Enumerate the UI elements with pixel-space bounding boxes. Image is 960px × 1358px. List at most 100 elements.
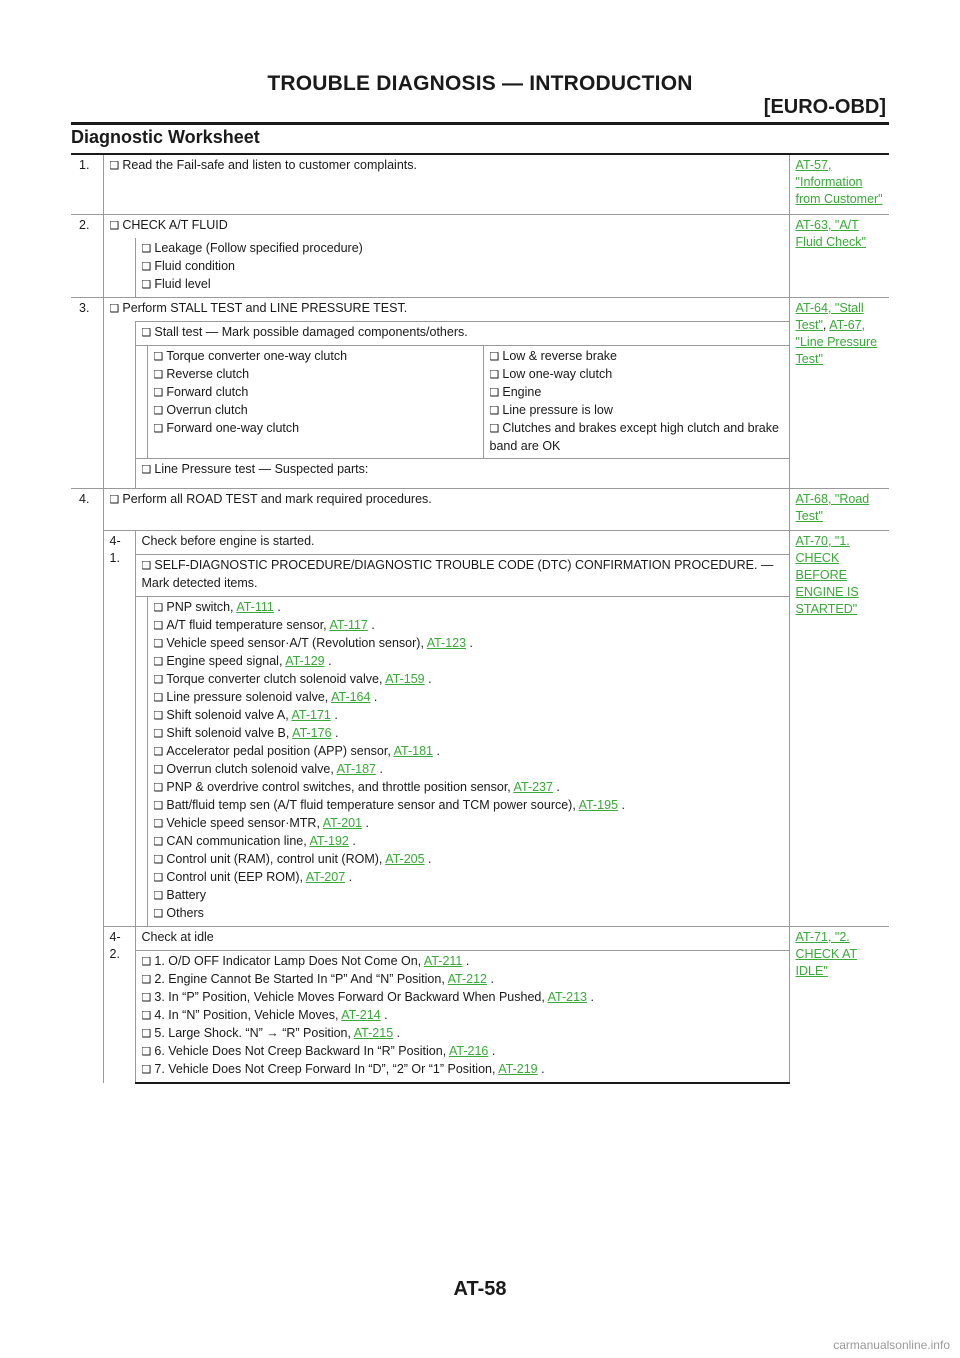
checkbox-icon[interactable]: ❑ bbox=[153, 782, 164, 794]
section-title: Diagnostic Worksheet bbox=[71, 127, 260, 147]
checkbox-icon[interactable]: ❑ bbox=[141, 464, 152, 476]
checkbox-icon[interactable]: ❑ bbox=[153, 746, 164, 758]
checkbox-icon[interactable]: ❑ bbox=[153, 405, 164, 417]
idle-item: ❑3. In “P” Position, Vehicle Moves Forwa… bbox=[141, 990, 594, 1004]
idle-link[interactable]: AT-214 bbox=[341, 1008, 381, 1022]
reference-link[interactable]: AT-68, "Road Test" bbox=[795, 492, 870, 523]
checkbox-icon[interactable]: ❑ bbox=[109, 220, 120, 232]
checkbox-icon[interactable]: ❑ bbox=[153, 710, 164, 722]
reference-link[interactable]: AT-64, "Stall Test" bbox=[795, 301, 864, 332]
reference-link[interactable]: AT-63, "A/T Fluid Check" bbox=[795, 218, 866, 249]
step-number: 1. bbox=[71, 153, 104, 215]
checkbox-icon[interactable]: ❑ bbox=[489, 351, 500, 363]
dtc-link[interactable]: AT-181 bbox=[393, 744, 433, 758]
substep-text: Check before engine is started. bbox=[135, 530, 790, 555]
dtc-link[interactable]: AT-201 bbox=[322, 816, 363, 830]
dtc-items-list: ❑PNP switch, AT-111 . ❑A/T fluid tempera… bbox=[146, 596, 790, 927]
checkbox-icon[interactable]: ❑ bbox=[141, 992, 152, 1004]
dtc-item: ❑Others bbox=[153, 906, 204, 920]
checkbox-icon[interactable]: ❑ bbox=[153, 423, 164, 435]
dtc-link[interactable]: AT-207 bbox=[305, 870, 346, 884]
checkbox-icon[interactable]: ❑ bbox=[141, 1064, 152, 1076]
checkbox-icon[interactable]: ❑ bbox=[141, 1010, 152, 1022]
step-text-label: Read the Fail-safe and listen to custome… bbox=[122, 158, 417, 172]
worksheet-row-3-components: ❑Torque converter one-way clutch ❑Revers… bbox=[71, 345, 889, 459]
checkbox-icon[interactable]: ❑ bbox=[153, 908, 164, 920]
checkbox-icon[interactable]: ❑ bbox=[153, 890, 164, 902]
checkbox-icon[interactable]: ❑ bbox=[153, 387, 164, 399]
checkbox-icon[interactable]: ❑ bbox=[153, 674, 164, 686]
dtc-item: ❑Shift solenoid valve B, AT-176 . bbox=[153, 726, 339, 740]
reference-link[interactable]: AT-70, "1. CHECK BEFORE ENGINE IS STARTE… bbox=[795, 534, 859, 616]
checkbox-icon[interactable]: ❑ bbox=[141, 974, 152, 986]
dtc-item: ❑Battery bbox=[153, 888, 206, 902]
step-reference: AT-63, "A/T Fluid Check" bbox=[788, 214, 890, 298]
checkbox-icon[interactable]: ❑ bbox=[141, 1028, 152, 1040]
reference-link[interactable]: AT-71, "2. CHECK AT IDLE" bbox=[795, 930, 858, 978]
checkbox-icon[interactable]: ❑ bbox=[141, 560, 152, 572]
dtc-item: ❑CAN communication line, AT-192 . bbox=[153, 834, 356, 848]
dtc-link[interactable]: AT-237 bbox=[513, 780, 553, 794]
idle-link[interactable]: AT-216 bbox=[448, 1044, 489, 1058]
checkbox-icon[interactable]: ❑ bbox=[153, 602, 164, 614]
worksheet-row-1: 1. ❑Read the Fail-safe and listen to cus… bbox=[71, 153, 890, 215]
step-text: ❑CHECK A/T FLUID bbox=[103, 214, 790, 238]
idle-link[interactable]: AT-215 bbox=[353, 1026, 394, 1040]
idle-item: ❑5. Large Shock. “N” → “R” Position, AT-… bbox=[141, 1026, 401, 1040]
checkbox-icon[interactable]: ❑ bbox=[141, 1046, 152, 1058]
dtc-link[interactable]: AT-187 bbox=[336, 762, 376, 776]
checkbox-icon[interactable]: ❑ bbox=[109, 160, 120, 172]
reference-link[interactable]: AT-67, "Line Pressure Test" bbox=[795, 318, 878, 366]
checkbox-icon[interactable]: ❑ bbox=[153, 764, 164, 776]
dtc-link[interactable]: AT-195 bbox=[578, 798, 618, 812]
checkbox-icon[interactable]: ❑ bbox=[489, 405, 500, 417]
dtc-link[interactable]: AT-123 bbox=[426, 636, 467, 650]
idle-item: ❑1. O/D OFF Indicator Lamp Does Not Come… bbox=[141, 954, 470, 968]
checkbox-icon[interactable]: ❑ bbox=[489, 387, 500, 399]
checkbox-icon[interactable]: ❑ bbox=[153, 854, 164, 866]
dtc-link[interactable]: AT-159 bbox=[385, 672, 425, 686]
stall-left-items: ❑Torque converter one-way clutch ❑Revers… bbox=[146, 345, 483, 459]
checkbox-icon[interactable]: ❑ bbox=[153, 351, 164, 363]
dtc-item: ❑Overrun clutch solenoid valve, AT-187 . bbox=[153, 762, 383, 776]
checkbox-icon[interactable]: ❑ bbox=[153, 728, 164, 740]
dtc-item: ❑PNP & overdrive control switches, and t… bbox=[153, 780, 560, 794]
checkbox-icon[interactable]: ❑ bbox=[153, 692, 164, 704]
idle-item: ❑2. Engine Cannot Be Started In “P” And … bbox=[141, 972, 494, 986]
checkbox-icon[interactable]: ❑ bbox=[141, 279, 152, 291]
checkbox-icon[interactable]: ❑ bbox=[153, 638, 164, 650]
dtc-link[interactable]: AT-205 bbox=[385, 852, 425, 866]
checkbox-icon[interactable]: ❑ bbox=[141, 261, 152, 273]
checkbox-icon[interactable]: ❑ bbox=[153, 369, 164, 381]
checkbox-icon[interactable]: ❑ bbox=[141, 243, 152, 255]
dtc-link[interactable]: AT-164 bbox=[331, 690, 371, 704]
dtc-link[interactable]: AT-129 bbox=[285, 654, 325, 668]
idle-link[interactable]: AT-219 bbox=[498, 1062, 538, 1076]
step-text: ❑Perform STALL TEST and LINE PRESSURE TE… bbox=[103, 297, 790, 322]
checkbox-icon[interactable]: ❑ bbox=[153, 872, 164, 884]
checkbox-icon[interactable]: ❑ bbox=[153, 836, 164, 848]
idle-link[interactable]: AT-212 bbox=[447, 972, 487, 986]
checkbox-icon[interactable]: ❑ bbox=[109, 303, 120, 315]
dtc-link[interactable]: AT-111 bbox=[236, 600, 274, 614]
checkbox-icon[interactable]: ❑ bbox=[489, 369, 500, 381]
checkbox-icon[interactable]: ❑ bbox=[153, 620, 164, 632]
checkbox-icon[interactable]: ❑ bbox=[141, 327, 152, 339]
dtc-link[interactable]: AT-176 bbox=[292, 726, 332, 740]
checkbox-icon[interactable]: ❑ bbox=[153, 818, 164, 830]
reference-link[interactable]: AT-57, "Information from Customer" bbox=[795, 158, 883, 206]
dtc-link[interactable]: AT-192 bbox=[309, 834, 349, 848]
stall-test-line: ❑Stall test — Mark possible damaged comp… bbox=[135, 321, 790, 346]
worksheet-row-3: 3. ❑Perform STALL TEST and LINE PRESSURE… bbox=[71, 297, 890, 489]
checkbox-icon[interactable]: ❑ bbox=[489, 423, 500, 435]
substep-reference: AT-71, "2. CHECK AT IDLE" bbox=[788, 926, 890, 1083]
dtc-link[interactable]: AT-117 bbox=[329, 618, 368, 632]
checkbox-icon[interactable]: ❑ bbox=[153, 800, 164, 812]
checkbox-icon[interactable]: ❑ bbox=[141, 956, 152, 968]
idle-link[interactable]: AT-213 bbox=[547, 990, 587, 1004]
checkbox-icon[interactable]: ❑ bbox=[109, 494, 120, 506]
checkbox-icon[interactable]: ❑ bbox=[153, 656, 164, 668]
dtc-item: ❑Batt/fluid temp sen (A/T fluid temperat… bbox=[153, 798, 625, 812]
dtc-link[interactable]: AT-171 bbox=[291, 708, 331, 722]
idle-link[interactable]: AT-211 bbox=[423, 954, 463, 968]
